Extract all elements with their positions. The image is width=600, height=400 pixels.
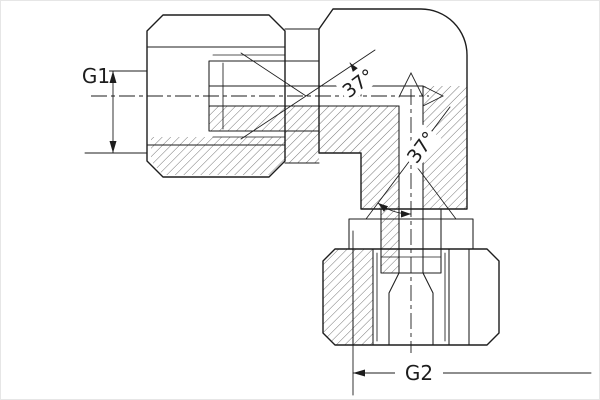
hatch-left-stud-wall: [209, 106, 319, 163]
angle-bottom-arrow-centerline: [401, 210, 411, 218]
g1-arrow-up: [109, 71, 117, 83]
hatch-left-nut-wall: [151, 137, 285, 175]
bottom-nut-bore: [372, 248, 450, 346]
dimension-g2: [352, 230, 592, 396]
drawing-labels: G1 G2 37° 37°: [82, 61, 443, 385]
bottom-nut-outline: [322, 248, 500, 346]
section-hatching: [151, 86, 467, 345]
left-nut-outline: [146, 14, 286, 178]
angle-top-halo: [335, 61, 380, 104]
left-flare-seat-lines: [240, 52, 307, 140]
body-collar-bottom: [348, 218, 474, 250]
bottom-flare-opening: [388, 272, 434, 346]
left-port-bore: [208, 85, 424, 107]
left-thread-lines: [212, 54, 286, 138]
g1-arrow-down: [109, 141, 117, 153]
g2-arrow-left: [353, 369, 365, 377]
hatch-bottom-nut-wall: [323, 249, 373, 345]
elbow-body: [284, 8, 474, 346]
hatch-leg-right-wall: [423, 86, 467, 209]
bottom-thread-lines: [376, 252, 446, 342]
dimension-g1: [84, 70, 148, 154]
vertical-bore: [398, 85, 424, 274]
angle-bottom-arrow-seat: [378, 203, 389, 212]
angle-top-label-group: 37°: [335, 61, 380, 104]
body-outline: [318, 8, 468, 210]
left-nut-hex-flats: [146, 46, 286, 146]
g2-label-halo: [395, 358, 443, 385]
drill-cones: [398, 72, 444, 107]
angle-top-arrow-seat: [350, 63, 359, 74]
centerlines: [91, 89, 429, 353]
label-g2: G2: [405, 361, 433, 385]
fitting-outlines: [84, 8, 592, 396]
angle-bottom-halo: [399, 124, 442, 169]
bottom-flare-seat-lines: [365, 158, 457, 220]
hatch-elbow-corner-block: [319, 106, 399, 209]
body-collar-left: [284, 28, 320, 164]
angle-top-seat-extension: [305, 49, 376, 97]
left-swivel-nut: [146, 14, 424, 178]
label-g1: G1: [82, 64, 110, 88]
g1-label-halo: [83, 63, 109, 87]
